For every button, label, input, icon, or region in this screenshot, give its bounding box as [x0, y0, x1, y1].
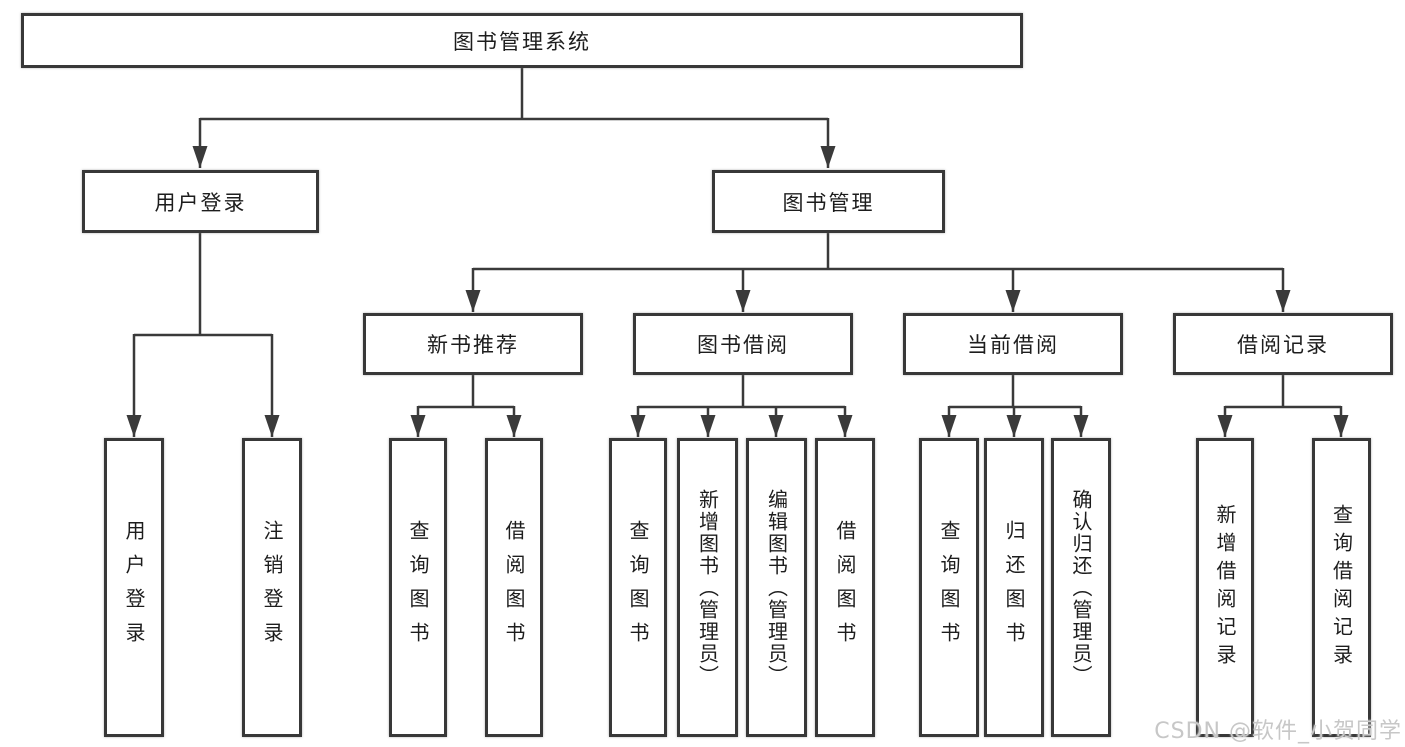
node-label: 归还图书	[1002, 519, 1026, 656]
node-label: 新书推荐	[427, 333, 519, 357]
node-user-login: 用户登录	[82, 170, 319, 233]
node-label: 用户登录	[154, 190, 247, 215]
node-label: 新增借阅记录	[1213, 503, 1237, 672]
node-label: 借阅记录	[1237, 333, 1329, 357]
leaf-borrow-edit-books-admin: 编辑图书（管理员）	[746, 438, 807, 737]
node-label: 当前借阅	[967, 333, 1059, 357]
node-label: 图书管理系统	[453, 29, 591, 54]
leaf-recommend-query-books: 查询图书	[389, 438, 447, 737]
node-borrow-records: 借阅记录	[1173, 313, 1393, 375]
node-label: 查询借阅记录	[1329, 503, 1354, 672]
leaf-current-confirm-return-admin: 确认归还（管理员）	[1051, 438, 1111, 737]
node-label: 用户登录	[122, 519, 146, 656]
node-book-management: 图书管理	[712, 170, 945, 233]
leaf-borrow-query-books: 查询图书	[609, 438, 667, 737]
node-label: 查询图书	[406, 519, 430, 656]
node-label: 查询图书	[937, 519, 961, 656]
node-label: 新增图书（管理员）	[695, 488, 720, 687]
node-label: 注销登录	[260, 519, 284, 656]
node-label: 图书管理	[782, 190, 875, 215]
leaf-user-login: 用户登录	[104, 438, 164, 737]
leaf-current-return-books: 归还图书	[984, 438, 1044, 737]
leaf-logout: 注销登录	[242, 438, 302, 737]
leaf-recommend-borrow-books: 借阅图书	[485, 438, 543, 737]
node-label: 查询图书	[626, 519, 650, 656]
leaf-records-query: 查询借阅记录	[1312, 438, 1371, 737]
node-label: 确认归还（管理员）	[1069, 488, 1093, 687]
node-label: 编辑图书（管理员）	[764, 488, 789, 687]
node-label: 图书借阅	[697, 333, 789, 357]
leaf-borrow-borrow-books: 借阅图书	[815, 438, 875, 737]
node-book-borrow: 图书借阅	[633, 313, 853, 375]
leaf-current-query-books: 查询图书	[919, 438, 979, 737]
leaf-borrow-add-books-admin: 新增图书（管理员）	[677, 438, 738, 737]
node-new-book-recommend: 新书推荐	[363, 313, 583, 375]
node-label: 借阅图书	[502, 519, 526, 656]
csdn-watermark: CSDN @软件_小贺同学	[1154, 719, 1402, 744]
node-current-borrow: 当前借阅	[903, 313, 1123, 375]
leaf-records-add: 新增借阅记录	[1196, 438, 1254, 737]
node-root-library-management-system: 图书管理系统	[21, 13, 1023, 68]
node-label: 借阅图书	[833, 519, 857, 656]
